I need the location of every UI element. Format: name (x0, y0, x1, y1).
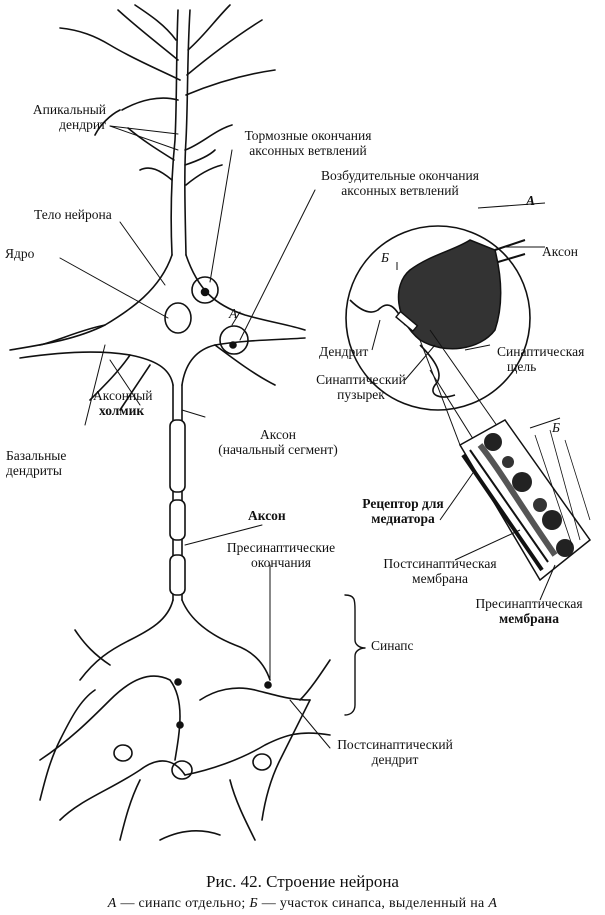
presyn-mem-line-1: Пресинаптическая (475, 596, 583, 611)
basal-line-2: дендриты (6, 463, 62, 478)
label-excitatory-endings: Возбудительные окончания аксонных ветвле… (300, 168, 500, 198)
caption-letter-a2: А (488, 896, 498, 911)
label-synapse: Синапс (371, 638, 414, 653)
presyn-end-line-2: окончания (250, 555, 312, 570)
apical-line-1: Апикальный (32, 102, 106, 117)
label-letter-a-neuron: А (229, 306, 238, 321)
caption-a-text: — синапс отдельно; (116, 896, 250, 911)
label-letter-b-zoom: Б (552, 420, 560, 435)
presyn-end-line-1: Пресинаптические (226, 540, 336, 555)
hillock-line-1: Аксонный (93, 388, 153, 403)
excit-line-2: аксонных ветвлений (341, 183, 459, 198)
caption-letter-a: А (107, 896, 117, 911)
label-nucleus: Ядро (5, 246, 35, 261)
caption-letter-b: Б (249, 896, 258, 911)
caption-b-text: — участок синапса, выделенный на (257, 896, 489, 911)
label-apical-dendrite: Апикальный дендрит (0, 102, 106, 132)
vesicle-line-2: пузырек (337, 387, 385, 402)
cleft-line-2: щель (507, 359, 537, 374)
label-axon-hillock: Аксонный холмик (93, 388, 152, 418)
apical-dendrite (59, 4, 276, 256)
label-synaptic-vesicle: Синаптический пузырек (305, 372, 417, 402)
label-postsynaptic-dendrite: Постсинаптический дендрит (320, 737, 470, 767)
label-axon-mid: Аксон (248, 508, 286, 523)
figure-caption-title: Рис. 42. Строение нейрона (206, 872, 399, 891)
synapse-zoom-a (345, 202, 546, 451)
neuron-body (9, 254, 306, 411)
presyn-mem-line-2: мембрана (499, 611, 559, 626)
label-presynaptic-endings: Пресинаптические окончания (206, 540, 356, 570)
vesicle-line-1: Синаптический (316, 372, 406, 387)
label-synaptic-cleft: Синаптическая щель (497, 344, 584, 374)
label-letter-b-circle: Б (381, 250, 389, 265)
label-receptor: Рецептор для медиатора (350, 496, 456, 526)
label-axon-initial-segment: Аксон (начальный сегмент) (198, 427, 358, 457)
postsyn-mem-line-2: мембрана (412, 571, 468, 586)
apical-line-2: дендрит (59, 117, 106, 132)
label-inhibitory-endings: Тормозные окончания аксонных ветвлений (228, 128, 388, 158)
label-axon-zoom: Аксон (542, 244, 578, 259)
label-dendrite: Дендрит (319, 344, 369, 359)
synapse-zoom-b (439, 417, 592, 601)
inhib-line-1: Тормозные окончания (244, 128, 372, 143)
axon-seg-line-1: Аксон (260, 427, 296, 442)
postsynaptic-dendrites (39, 629, 331, 841)
postsyn-dend-line-1: Постсинаптический (337, 737, 453, 752)
cleft-line-1: Синаптическая (497, 344, 585, 359)
axon (79, 384, 271, 681)
receptor-line-1: Рецептор для (362, 496, 444, 511)
excit-line-1: Возбудительные окончания (321, 168, 479, 183)
receptor-line-2: медиатора (371, 511, 435, 526)
axon-seg-line-2: (начальный сегмент) (218, 442, 338, 457)
hillock-line-2: холмик (99, 403, 145, 418)
label-basal-dendrites: Базальные дендриты (6, 448, 66, 478)
postsyn-mem-line-1: Постсинаптическая (383, 556, 497, 571)
basal-line-1: Базальные (6, 448, 67, 463)
label-postsynaptic-membrane: Постсинаптическая мембрана (365, 556, 515, 586)
label-letter-a-zoom: А (526, 193, 536, 208)
figure-caption-legend: А — синапс отдельно; Б — участок синапса… (0, 896, 605, 912)
label-presynaptic-membrane: Пресинаптическая мембрана (455, 596, 603, 626)
postsyn-dend-line-2: дендрит (371, 752, 419, 767)
inhib-line-2: аксонных ветвлений (249, 143, 367, 158)
label-neuron-body: Тело нейрона (34, 207, 112, 222)
